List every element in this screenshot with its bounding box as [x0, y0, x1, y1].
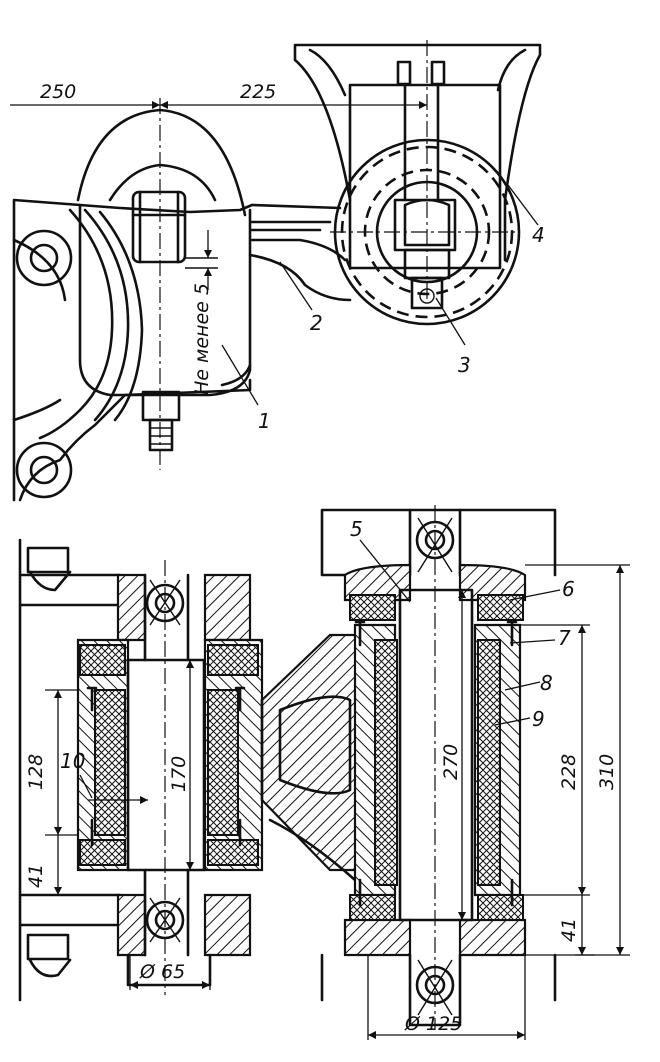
- label-1: 1: [258, 409, 271, 433]
- dim-250: 250: [40, 81, 76, 103]
- dim-228: 228: [558, 754, 580, 790]
- frame-bolt-top-icon: [15, 229, 73, 287]
- label-4: 4: [532, 223, 545, 247]
- right-top-bolt-icon: [415, 520, 455, 560]
- label-10: 10: [60, 749, 85, 773]
- dim-dia65: Ø 65: [139, 961, 185, 983]
- dim-270: 270: [440, 744, 462, 780]
- label-7: 7: [558, 626, 571, 650]
- label-3: 3: [458, 353, 471, 377]
- dim-225: 225: [240, 81, 276, 103]
- frame-bolt-bottom-icon: [15, 441, 73, 499]
- dim-310: 310: [596, 754, 618, 790]
- label-9: 9: [532, 707, 545, 731]
- section-view: 128 41 10 170 Ø 65 270 228 310: [18, 505, 630, 1040]
- dim-170: 170: [168, 756, 190, 792]
- dim-41-right: 41: [558, 918, 580, 942]
- label-2: 2: [310, 311, 323, 335]
- dim-128: 128: [25, 754, 47, 790]
- label-6: 6: [562, 577, 575, 601]
- right-pin: [398, 588, 474, 922]
- top-view: 250 225 Не менее 5 1 2 3 4: [10, 40, 545, 502]
- gap-note: Не менее 5: [191, 283, 213, 395]
- label-8: 8: [540, 671, 553, 695]
- dim-41-left: 41: [25, 864, 47, 888]
- dim-dia125: Ø 125: [404, 1013, 462, 1035]
- left-pin: [126, 658, 206, 872]
- label-5: 5: [350, 517, 363, 541]
